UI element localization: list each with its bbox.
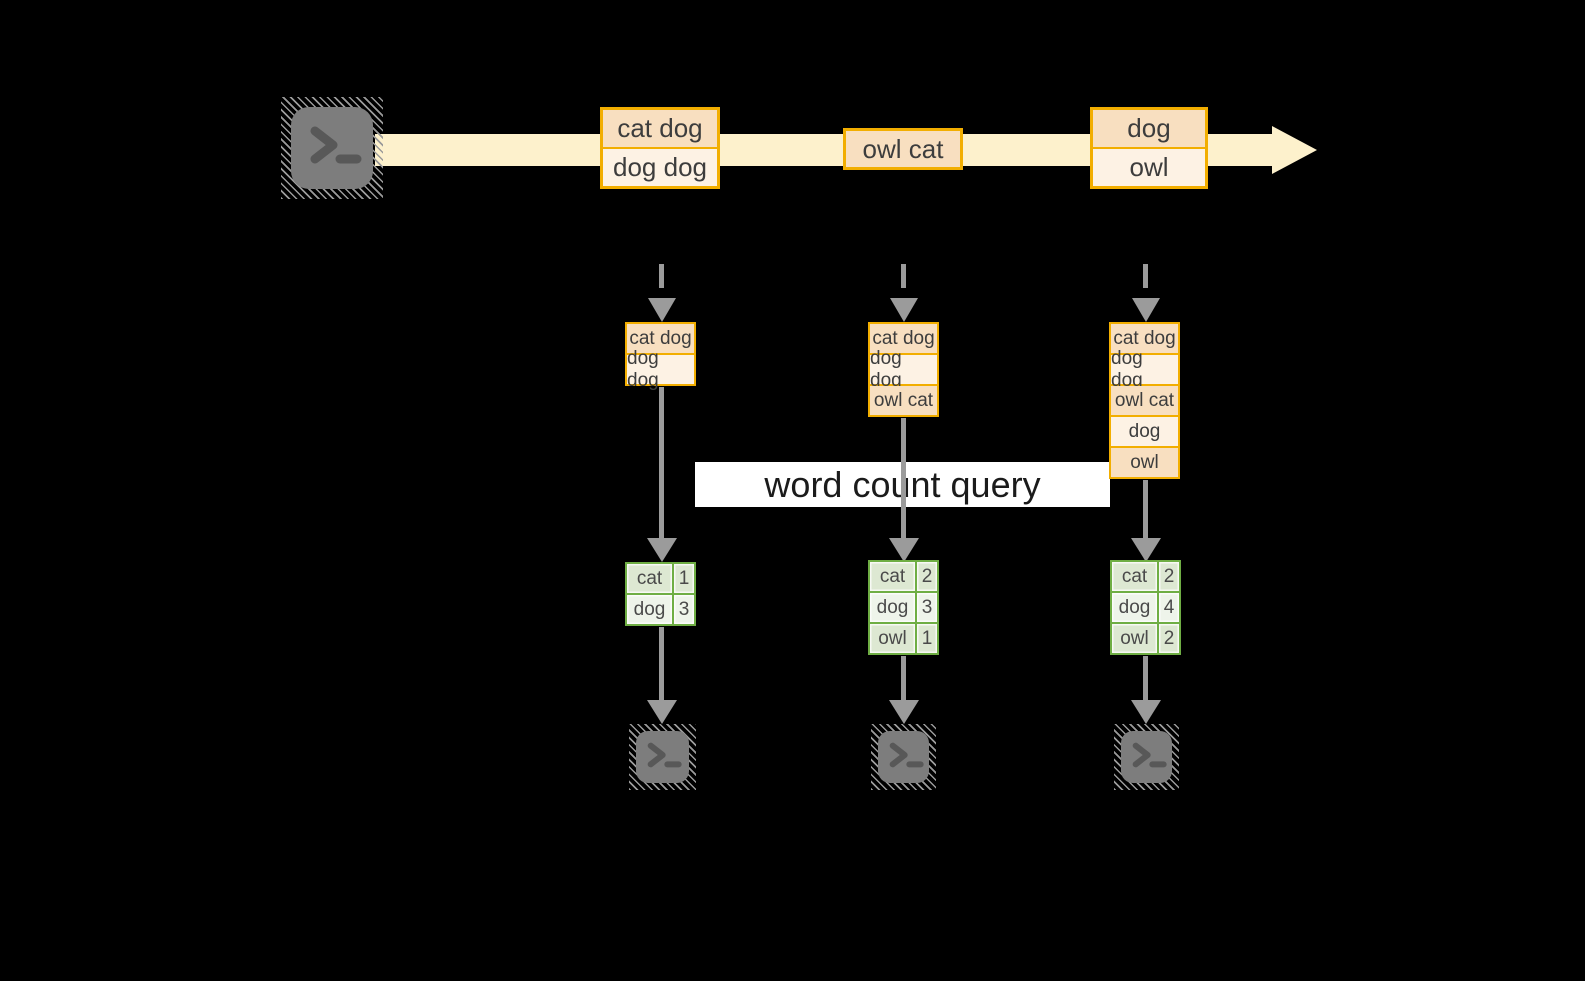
buffer-row: owl cat — [870, 386, 937, 415]
buffer-row: cat dog — [1111, 324, 1178, 353]
count-cell: 3 — [674, 595, 694, 624]
record-row: owl cat — [846, 131, 960, 167]
terminal-prompt-icon — [889, 742, 924, 768]
word-cell: owl — [870, 624, 915, 653]
dashed-arrowhead-icon — [1132, 298, 1160, 322]
flow-arrow-icon — [901, 418, 906, 540]
word-count-table: cat 2 dog 4 owl 2 — [1110, 560, 1181, 655]
record-row: dog dog — [603, 149, 717, 186]
flow-arrow-icon — [659, 627, 664, 702]
count-cell: 3 — [917, 593, 937, 622]
buffer-stack: cat dog dog dog — [625, 322, 696, 391]
word-cell: dog — [627, 595, 672, 624]
record-row: dog — [1093, 110, 1205, 147]
stream-record-box: owl cat — [843, 128, 963, 170]
count-cell: 1 — [917, 624, 937, 653]
flow-arrow-icon — [659, 387, 664, 542]
buffer-row: owl cat — [1111, 386, 1178, 415]
terminal-screen — [878, 731, 929, 783]
dashed-arrowhead-icon — [648, 298, 676, 322]
buffer-stack: cat dog dog dog owl cat — [868, 322, 939, 417]
record-row: cat dog — [603, 110, 717, 147]
word-cell: dog — [1112, 593, 1157, 622]
flow-arrow-icon — [1143, 480, 1148, 540]
word-count-table: cat 2 dog 3 owl 1 — [868, 560, 939, 655]
count-cell: 4 — [1159, 593, 1179, 622]
buffer-row: dog dog — [627, 348, 694, 391]
buffer-row: dog — [1111, 417, 1178, 446]
flow-arrowhead-icon — [1131, 538, 1161, 562]
record-row: owl — [1093, 149, 1205, 186]
stream-record-box: dog owl — [1090, 107, 1208, 189]
count-cell: 2 — [1159, 624, 1179, 653]
flow-arrowhead-icon — [647, 700, 677, 724]
dashed-arrow-icon — [1143, 264, 1148, 288]
buffer-row: cat dog — [627, 324, 694, 353]
word-cell: owl — [1112, 624, 1157, 653]
terminal-prompt-icon — [1132, 742, 1167, 768]
terminal-prompt-icon — [647, 742, 682, 768]
word-cell: cat — [1112, 562, 1157, 591]
terminal-screen — [291, 107, 373, 189]
word-cell: cat — [627, 564, 672, 593]
buffer-row: owl — [1111, 448, 1178, 477]
dashed-arrow-icon — [659, 264, 664, 288]
terminal-screen — [1121, 731, 1172, 783]
dashed-arrow-icon — [901, 264, 906, 288]
flow-arrowhead-icon — [647, 538, 677, 562]
buffer-stack: cat dog dog dog owl cat dog owl — [1109, 322, 1180, 479]
buffer-row: cat dog — [870, 324, 937, 353]
buffer-row: dog dog — [1111, 348, 1178, 391]
count-cell: 1 — [674, 564, 694, 593]
stream-record-box: cat dog dog dog — [600, 107, 720, 189]
flow-arrow-icon — [1143, 656, 1148, 702]
word-cell: dog — [870, 593, 915, 622]
stream-arrowhead-icon — [1272, 126, 1317, 174]
dashed-arrowhead-icon — [890, 298, 918, 322]
word-cell: cat — [870, 562, 915, 591]
flow-arrowhead-icon — [889, 700, 919, 724]
flow-arrowhead-icon — [889, 538, 919, 562]
flow-arrowhead-icon — [1131, 700, 1161, 724]
count-cell: 2 — [917, 562, 937, 591]
consumer-terminal-icon — [871, 724, 936, 790]
terminal-screen — [636, 731, 689, 783]
consumer-terminal-icon — [629, 724, 696, 790]
consumer-terminal-icon — [1114, 724, 1179, 790]
buffer-row: dog dog — [870, 348, 937, 391]
word-count-table: cat 1 dog 3 — [625, 562, 696, 626]
count-cell: 2 — [1159, 562, 1179, 591]
terminal-prompt-icon — [310, 126, 362, 164]
producer-terminal-icon — [281, 97, 383, 199]
flow-arrow-icon — [901, 656, 906, 702]
